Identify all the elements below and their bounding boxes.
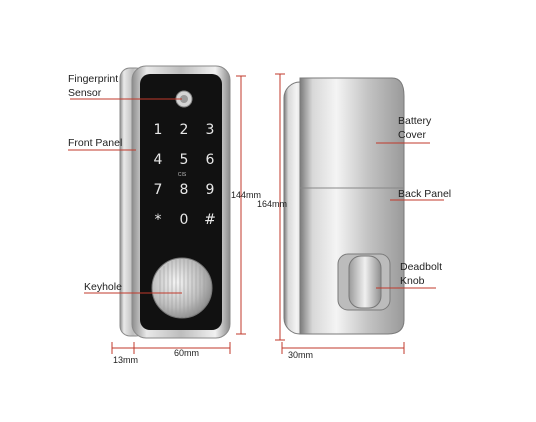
depth-back-dimension: 30mm (288, 350, 313, 360)
keypad-key: 9 (206, 182, 215, 198)
front-lock: 1 2 3 4 5 6 7 8 9 * 0 # CIS (119, 65, 231, 339)
keypad-key: 2 (180, 122, 189, 138)
fingerprint-label-line2: Sensor (68, 87, 102, 99)
keyhole-label: Keyhole (84, 281, 122, 293)
battery-cover-label: Battery Cover (398, 114, 431, 142)
width-front-dimension: 60mm (174, 348, 199, 358)
keypad-key: 1 (154, 122, 163, 138)
keypad-key: 7 (154, 182, 163, 198)
height-back-dimension: 164mm (257, 199, 287, 209)
keyhole-knob-icon (151, 257, 213, 319)
back-panel-label: Back Panel (398, 188, 452, 200)
fingerprint-label-line1: Fingerprint (68, 73, 119, 85)
keypad-key: * (155, 212, 162, 228)
fingerprint-sensor-inner (180, 95, 188, 103)
keypad-key: 3 (206, 122, 215, 138)
keypad-center-mark: CIS (178, 172, 187, 178)
keypad-key: 8 (180, 182, 189, 198)
battery-label-line1: Battery (398, 115, 432, 127)
battery-label-line2: Cover (398, 129, 427, 141)
keypad-key: # (204, 212, 216, 228)
height-front-dimension: 144mm (231, 190, 261, 200)
depth-front-dimension: 13mm (113, 355, 138, 365)
fingerprint-sensor-label: Fingerprint Sensor (68, 72, 118, 100)
battery-cover (299, 77, 405, 189)
deadbolt-knob-icon (348, 255, 382, 309)
deadbolt-label-line1: Deadbolt (400, 261, 443, 273)
deadbolt-knob-label: Deadbolt Knob (400, 260, 442, 288)
front-panel-label: Front Panel (68, 137, 123, 149)
keypad-key: 5 (180, 152, 189, 168)
deadbolt-label-line2: Knob (400, 275, 425, 287)
keypad-key: 0 (180, 212, 189, 228)
keypad-key: 6 (206, 152, 215, 168)
back-lock (283, 77, 405, 335)
dimension-lines (111, 73, 405, 354)
keypad: 1 2 3 4 5 6 7 8 9 * 0 # (154, 122, 216, 228)
keypad-key: 4 (154, 152, 163, 168)
knob-ridges (159, 258, 205, 318)
label-lines (68, 98, 444, 294)
